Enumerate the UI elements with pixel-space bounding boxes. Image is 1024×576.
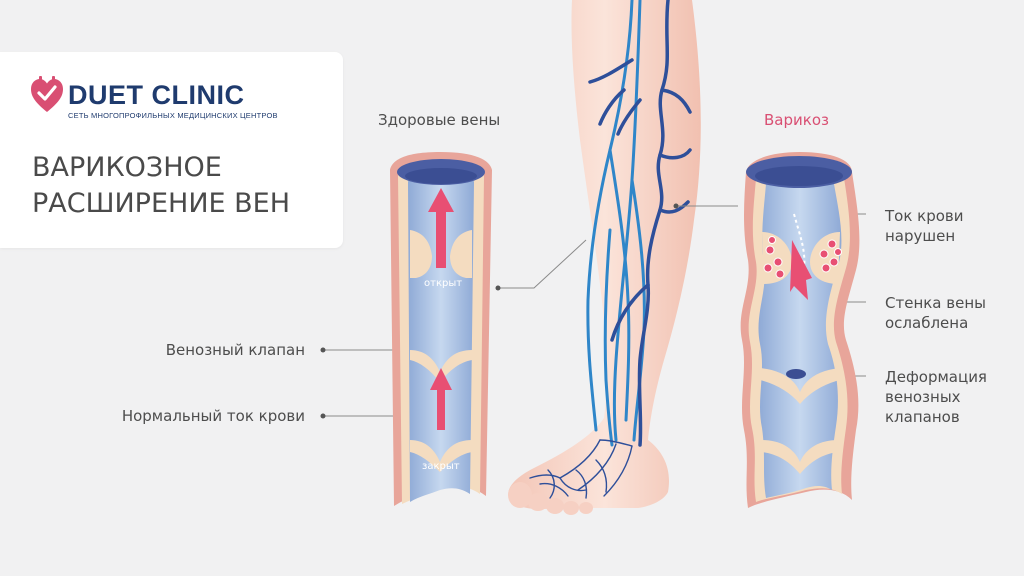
valve-deformation-label: Деформация венозных клапанов [885, 368, 987, 426]
foot-veins [529, 439, 633, 499]
varicose-vein [740, 152, 860, 508]
valve-open-label: открыт [424, 278, 463, 289]
normal-flow-label: Нормальный ток крови [121, 407, 305, 425]
healthy-leg-veins [586, 0, 646, 447]
title-line-1: ВАРИКОЗНОЕ [32, 152, 222, 183]
venous-valve-label: Венозный клапан [165, 341, 305, 359]
flow-disturbed-label: Ток крови нарушен [885, 207, 964, 245]
varicose-damaged-valve [762, 232, 842, 284]
disturbed-flow-arrow-icon [790, 213, 812, 300]
valve-closed-label: закрыт [422, 461, 460, 472]
blood-clots [763, 236, 842, 279]
toes [508, 482, 593, 515]
varicose-heading: Варикоз [764, 111, 829, 129]
leg-silhouette [508, 0, 701, 510]
leg [508, 0, 701, 515]
up-arrow-icon [430, 368, 452, 430]
heart-logo-icon [31, 76, 63, 112]
brand-tagline: СЕТЬ МНОГОПРОФИЛЬНЫХ МЕДИЦИНСКИХ ЦЕНТРОВ [68, 111, 278, 120]
wall-weakened-label: Стенка вены ослаблена [885, 294, 986, 332]
varicose-deformed-valves [760, 368, 840, 474]
healthy-valve-closed [410, 350, 472, 472]
healthy-valve-open [410, 230, 472, 278]
page-title: ВАРИКОЗНОЕ РАСШИРЕНИЕ ВЕН [32, 150, 290, 222]
healthy-flow-arrows [428, 188, 454, 430]
brand-name: DUET CLINIC [68, 80, 245, 110]
healthy-vein [390, 152, 492, 506]
varicose-leg-veins [588, 0, 692, 447]
title-line-2: РАСШИРЕНИЕ ВЕН [32, 188, 291, 219]
healthy-heading: Здоровые вены [378, 111, 501, 129]
up-arrow-icon [428, 188, 454, 268]
